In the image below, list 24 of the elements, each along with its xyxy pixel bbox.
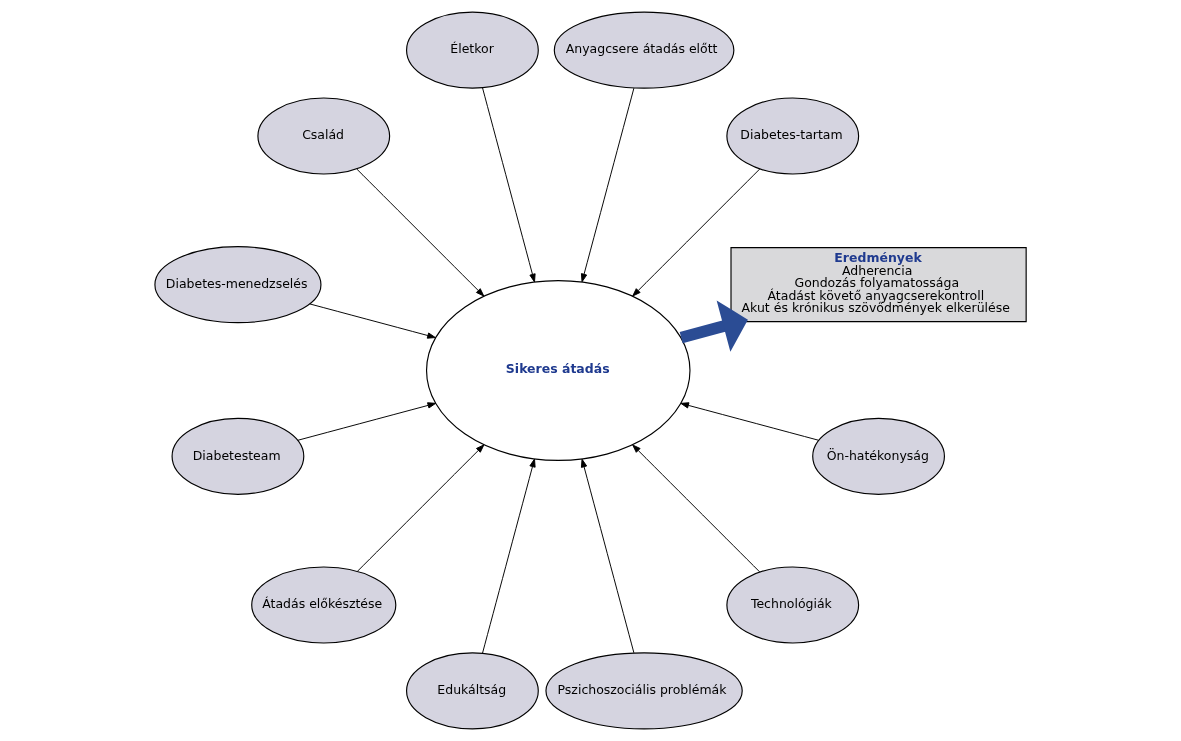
arrow — [356, 168, 485, 297]
node-ellipse: Diabetes-tartam — [726, 97, 860, 175]
node-ellipse: Pszichoszociális problémák — [545, 652, 743, 730]
node-ellipse: Család — [257, 97, 391, 175]
arrow — [356, 444, 485, 572]
arrow — [632, 168, 761, 297]
arrow — [580, 458, 635, 654]
node-ellipse: Diabetesteam — [171, 417, 305, 495]
arrow — [482, 87, 536, 283]
arrow — [309, 303, 436, 339]
arrow — [679, 300, 748, 352]
node-ellipse: Életkor — [406, 11, 539, 89]
node-ellipse: Diabetes-menedzselés — [154, 246, 322, 324]
node-ellipse: Anyagcsere átadás előtt — [553, 11, 735, 89]
node-ellipse: Átadás előkésztése — [251, 566, 397, 644]
arrow — [680, 402, 820, 441]
node-ellipse: Technológiák — [726, 566, 860, 644]
node-ellipse: Edukáltság — [406, 652, 539, 730]
arrow — [632, 444, 761, 573]
arrow — [580, 87, 635, 283]
node-ellipse: Ön-hatékonyság — [812, 417, 945, 495]
node-box: Eredmények Adherencia Gondozás folyamatossága Átadást követő anyagcserekontroll Akut és krónikus szövődmények elkerülése — [730, 247, 1027, 323]
arrow — [297, 402, 437, 441]
arrow — [482, 458, 536, 654]
